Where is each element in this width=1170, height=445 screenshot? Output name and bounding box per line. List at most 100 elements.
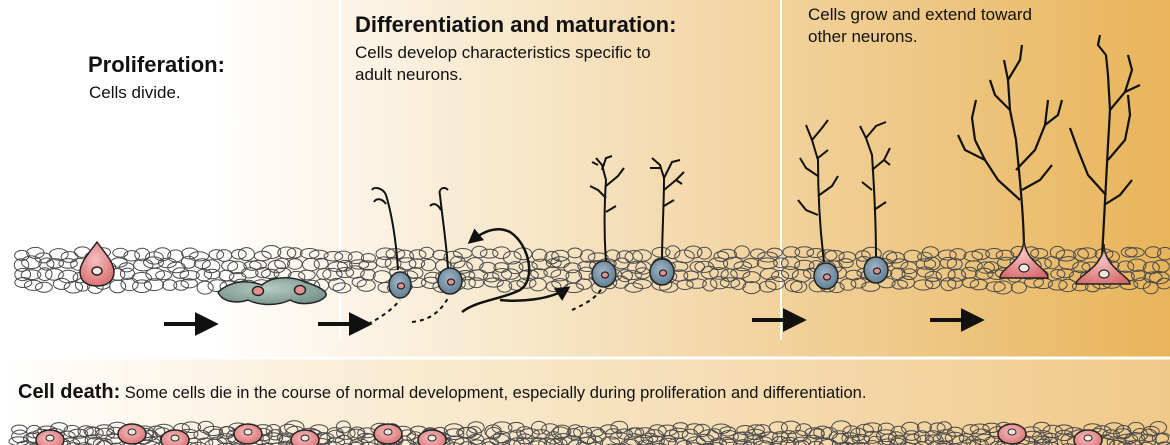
mesh-cell bbox=[575, 441, 590, 445]
mesh-cell bbox=[1102, 429, 1120, 441]
mesh-cell bbox=[806, 248, 826, 258]
mesh-cell bbox=[708, 257, 729, 271]
mesh-cell bbox=[1117, 440, 1137, 445]
mesh-cell bbox=[779, 439, 797, 445]
mesh-cell bbox=[969, 438, 990, 445]
mesh-cell bbox=[772, 431, 789, 443]
mesh-cell bbox=[35, 281, 53, 293]
mesh-cell bbox=[924, 434, 944, 445]
mesh-cell bbox=[685, 423, 704, 435]
migrating-neuron-1 bbox=[371, 186, 399, 271]
mesh-cell bbox=[915, 258, 937, 270]
growing-neuron-cells bbox=[813, 256, 889, 290]
mesh-cell bbox=[322, 267, 343, 281]
mesh-cell bbox=[882, 250, 898, 264]
dying-cell-nucleus bbox=[170, 434, 180, 442]
mesh-cell bbox=[68, 428, 89, 439]
mesh-cell bbox=[179, 270, 200, 281]
mesh-cell bbox=[733, 261, 753, 272]
mesh-cell bbox=[1106, 436, 1127, 445]
mesh-cell bbox=[531, 437, 548, 445]
growing-neuron-2 bbox=[859, 121, 891, 259]
mesh-cell bbox=[531, 258, 552, 271]
mesh-cell bbox=[172, 267, 190, 279]
mesh-cell bbox=[935, 267, 956, 282]
mesh-cell bbox=[791, 269, 812, 283]
mesh-cell bbox=[720, 268, 738, 282]
mesh-cell bbox=[891, 279, 909, 290]
mesh-cell bbox=[196, 437, 214, 445]
mesh-cell bbox=[946, 426, 964, 437]
mesh-cell bbox=[719, 426, 737, 437]
mesh-cell bbox=[585, 426, 605, 438]
mesh-cell bbox=[112, 247, 129, 258]
mature-neuron-1 bbox=[957, 44, 1064, 253]
mesh-cell bbox=[409, 249, 427, 260]
mesh-cell bbox=[544, 250, 560, 265]
mesh-cell bbox=[699, 443, 715, 445]
mesh-cell bbox=[328, 277, 346, 292]
mesh-cell bbox=[1124, 432, 1146, 445]
mesh-cell bbox=[443, 423, 465, 438]
mesh-cell bbox=[20, 269, 42, 281]
dying-cell-nucleus bbox=[1007, 428, 1017, 436]
mesh-cell bbox=[467, 439, 487, 445]
mesh-cell bbox=[768, 442, 783, 445]
mesh-cell bbox=[360, 441, 378, 445]
mesh-cell bbox=[985, 248, 1004, 260]
mesh-cell bbox=[551, 426, 570, 440]
mesh-cell bbox=[617, 269, 633, 283]
mesh-cell bbox=[838, 258, 854, 269]
mesh-cell bbox=[604, 428, 623, 440]
mesh-cell bbox=[360, 268, 376, 281]
mesh-cell bbox=[261, 245, 282, 259]
mesh-cell bbox=[180, 278, 198, 289]
mesh-cell bbox=[626, 427, 642, 439]
mesh-cell bbox=[467, 433, 485, 445]
cell-death-caption: Cell death: Some cells die in the course… bbox=[18, 381, 866, 404]
mesh-cell bbox=[550, 256, 571, 269]
mesh-cell bbox=[479, 248, 499, 259]
mesh-cell bbox=[1058, 278, 1077, 293]
mesh-cell bbox=[132, 279, 152, 294]
mesh-cell bbox=[181, 421, 202, 434]
mesh-cell bbox=[1155, 432, 1170, 445]
proliferation-title: Proliferation: bbox=[88, 52, 225, 77]
mesh-cell bbox=[334, 434, 353, 445]
mesh-cell bbox=[758, 280, 777, 293]
mesh-cell bbox=[1042, 436, 1059, 445]
mesh-cell bbox=[1156, 277, 1170, 290]
mesh-cell bbox=[676, 440, 692, 445]
mesh-cell bbox=[516, 277, 537, 289]
mesh-cell bbox=[1124, 247, 1145, 258]
mesh-cell bbox=[667, 437, 689, 445]
mesh-cell bbox=[839, 278, 857, 291]
mesh-cell bbox=[549, 437, 568, 445]
mesh-cell bbox=[742, 281, 761, 295]
mesh-cell bbox=[483, 271, 500, 283]
mesh-cell bbox=[46, 258, 64, 269]
mesh-cell bbox=[450, 255, 466, 269]
mesh-cell bbox=[1120, 246, 1138, 258]
mesh-cell bbox=[623, 433, 644, 445]
young-neuron-cells bbox=[388, 267, 463, 299]
mesh-cell bbox=[1157, 246, 1170, 261]
mesh-cell bbox=[193, 258, 211, 270]
mesh-cell bbox=[624, 250, 643, 264]
mesh-cell bbox=[1050, 268, 1066, 280]
mesh-cell bbox=[336, 426, 356, 440]
mesh-cell bbox=[588, 441, 603, 445]
mesh-cell bbox=[753, 436, 774, 445]
mesh-cell bbox=[14, 267, 32, 282]
mesh-cell bbox=[408, 258, 426, 269]
mesh-cell bbox=[531, 248, 548, 262]
mesh-cell bbox=[406, 267, 424, 279]
mesh-cell bbox=[203, 425, 223, 437]
mesh-cell bbox=[384, 256, 402, 271]
mesh-cell bbox=[495, 441, 511, 445]
mesh-cell bbox=[538, 437, 556, 445]
mesh-cell bbox=[1140, 428, 1158, 442]
mesh-cell bbox=[44, 268, 64, 281]
dying-cell-nucleus bbox=[427, 434, 437, 442]
mesh-cell bbox=[332, 282, 352, 294]
